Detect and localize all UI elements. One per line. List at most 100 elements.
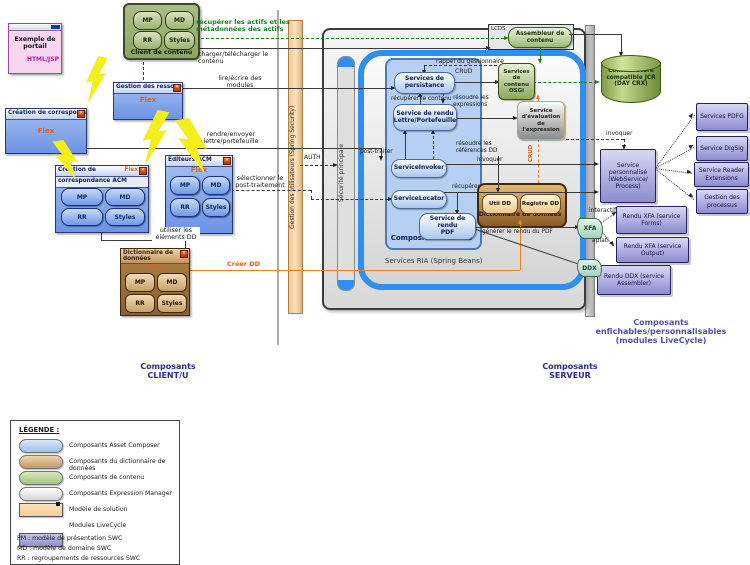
- arrowhead: [430, 129, 435, 134]
- gestion-processus-box: Gestion des processus: [696, 189, 748, 214]
- legend-title: LÉGENDE :: [19, 426, 60, 434]
- label-rendre: rendre/envoyer lettre/portefeuille: [203, 131, 259, 146]
- arrowhead: [378, 156, 383, 161]
- lcds-label: LCDS: [491, 26, 506, 32]
- close-icon[interactable]: [173, 84, 181, 92]
- arrowhead: [495, 79, 500, 84]
- label-charger: charger/télécharger le contenu: [198, 51, 269, 66]
- label-resoudre-references: résoudre les références DD: [456, 141, 498, 154]
- client-server-divider: [277, 10, 279, 345]
- editeurs-pill-mp: MP: [170, 176, 200, 195]
- connector-perso-pdfg: [655, 114, 695, 169]
- legend-item-label: Composants Asset Composer: [69, 442, 160, 449]
- arrowhead: [388, 196, 393, 201]
- arrowhead: [504, 35, 509, 40]
- connector-crud-vertical: [538, 98, 539, 183]
- label-creer-dd: Créer DD: [227, 260, 261, 268]
- util-dd-box: Util DD: [482, 194, 518, 214]
- editeurs-acm-window: Editeurs ACM Flex MP MD RR Styles: [165, 155, 233, 234]
- rendu-ddx-assembler-box: Rendu DDX (service Assembler): [597, 265, 671, 295]
- arrowhead: [621, 145, 626, 150]
- gestion-ressources-flex: Flex: [139, 96, 157, 104]
- lightning-icon: [86, 56, 108, 104]
- arrowhead: [454, 210, 459, 215]
- arrowhead: [440, 99, 445, 104]
- label-recuperer: récupérer: [452, 184, 481, 190]
- arrowhead: [688, 111, 695, 119]
- window-controls-icon[interactable]: [51, 25, 60, 29]
- legend-item-label: Composants du dictionnaire de données: [69, 458, 166, 473]
- label-post-traiter: post-traiter: [360, 149, 393, 155]
- legend-note: RR : regroupements de ressources SWC: [17, 555, 141, 562]
- rendu-xfa-forms-box: Rendu XFA (service Forms): [616, 206, 687, 234]
- security-principal-label: Sécurité principale: [338, 144, 345, 203]
- label-generer: générer le rendu du PDF: [482, 229, 553, 235]
- ddx-badge: DDX: [577, 259, 602, 277]
- connector-assembleur-store-down: [621, 34, 622, 54]
- gestion-ressources-window: Gestion des ressources Flex: [113, 82, 183, 120]
- creation-correspondance-window: Création de correspondance Flex: [5, 108, 87, 154]
- connector-invoquer: [444, 164, 594, 165]
- legend-item-label: Modèle de solution: [69, 506, 128, 513]
- service-evaluation-box: Service d'évaluation de l'expression: [517, 101, 565, 140]
- assembleur-contenu-box: Assembleur de contenu: [508, 27, 572, 48]
- arrowhead: [402, 129, 407, 134]
- arrowhead: [517, 219, 522, 224]
- connector-crud: [453, 82, 495, 83]
- servicelocator-box: ServiceLocator: [391, 190, 447, 209]
- close-icon[interactable]: [77, 110, 85, 118]
- portail-titlebar: [9, 24, 61, 31]
- arrowhead: [535, 94, 540, 99]
- connector-client-contenu: [143, 57, 144, 80]
- connector-rappel-down: [424, 66, 425, 72]
- connector-generer: [473, 227, 575, 228]
- label-rappel: rappel du gestionnaire: [436, 58, 504, 65]
- dictionnaire-panel-label: Dictionnaire de données: [478, 211, 562, 218]
- legend-note: PM : modèle de présentation SWC: [17, 535, 123, 542]
- arrowhead: [594, 161, 599, 166]
- services-pdfg-box: Services PDFG: [696, 103, 748, 131]
- connector-selectionner2: [311, 199, 388, 200]
- label-auth: AUTH: [304, 154, 321, 161]
- creation-acm-title: Création de: [58, 167, 96, 173]
- acm-pill-md: MD: [105, 188, 145, 206]
- rendu-xfa-output-box: Rendu XFA (service Output): [616, 237, 689, 263]
- client-pill-md: MD: [165, 11, 194, 30]
- close-icon[interactable]: [139, 167, 147, 175]
- label-selectionner: sélectionner le post-traitement: [235, 175, 285, 190]
- legend-swatch-asset: [19, 439, 63, 453]
- label-recuperer-actifs: récupérer les actifs et les métadonnées …: [196, 18, 290, 34]
- security-bar-cap-bottom: [338, 280, 354, 290]
- legend-item-label: Composants Expression Manager: [69, 490, 173, 497]
- dict-pill-rr: RR: [125, 294, 155, 313]
- arrowhead: [333, 162, 338, 167]
- connector-invoker-up2: [433, 131, 434, 159]
- creation-correspondance-title: Création de correspondance: [8, 110, 86, 116]
- editeurs-pill-md: MD: [202, 176, 230, 195]
- acm-pill-mp: MP: [61, 188, 103, 206]
- creation-correspondance-flex: Flex: [37, 127, 55, 135]
- editeurs-pill-styles: Styles: [202, 198, 230, 217]
- serviceinvoker-box: ServiceInvoker: [391, 159, 447, 178]
- connector-utiliser-2: [101, 231, 102, 240]
- arrowhead: [686, 169, 693, 175]
- close-icon[interactable]: [223, 157, 231, 165]
- security-bar-cap-top: [338, 57, 354, 67]
- connector-recuperer-contenu: [420, 96, 421, 105]
- legend-swatch-dictionnaire: [19, 455, 63, 469]
- connector-invoquer-droite-down: [624, 139, 625, 147]
- label-resoudre-expressions: résoudre les expressions: [453, 95, 489, 108]
- connector-creer-dd: [188, 270, 520, 271]
- user-management-bar: Gestion des utilisateurs (Spring Securit…: [288, 20, 303, 314]
- legend-swatch-modele: [19, 502, 63, 517]
- registre-dd-box: Registre DD: [520, 194, 561, 214]
- label-interactif: interactif: [589, 207, 617, 214]
- close-icon[interactable]: [180, 250, 188, 258]
- arrowhead: [595, 79, 600, 84]
- dict-pill-mp: MP: [125, 273, 155, 292]
- creation-acm-title2: correspondance ACM: [56, 177, 148, 188]
- portail-tech-label: HTML/JSP: [26, 56, 59, 63]
- dictionnaire-window: Dictionnaire de données Flex MP MD RR St…: [120, 248, 190, 316]
- acm-pill-rr: RR: [61, 208, 103, 226]
